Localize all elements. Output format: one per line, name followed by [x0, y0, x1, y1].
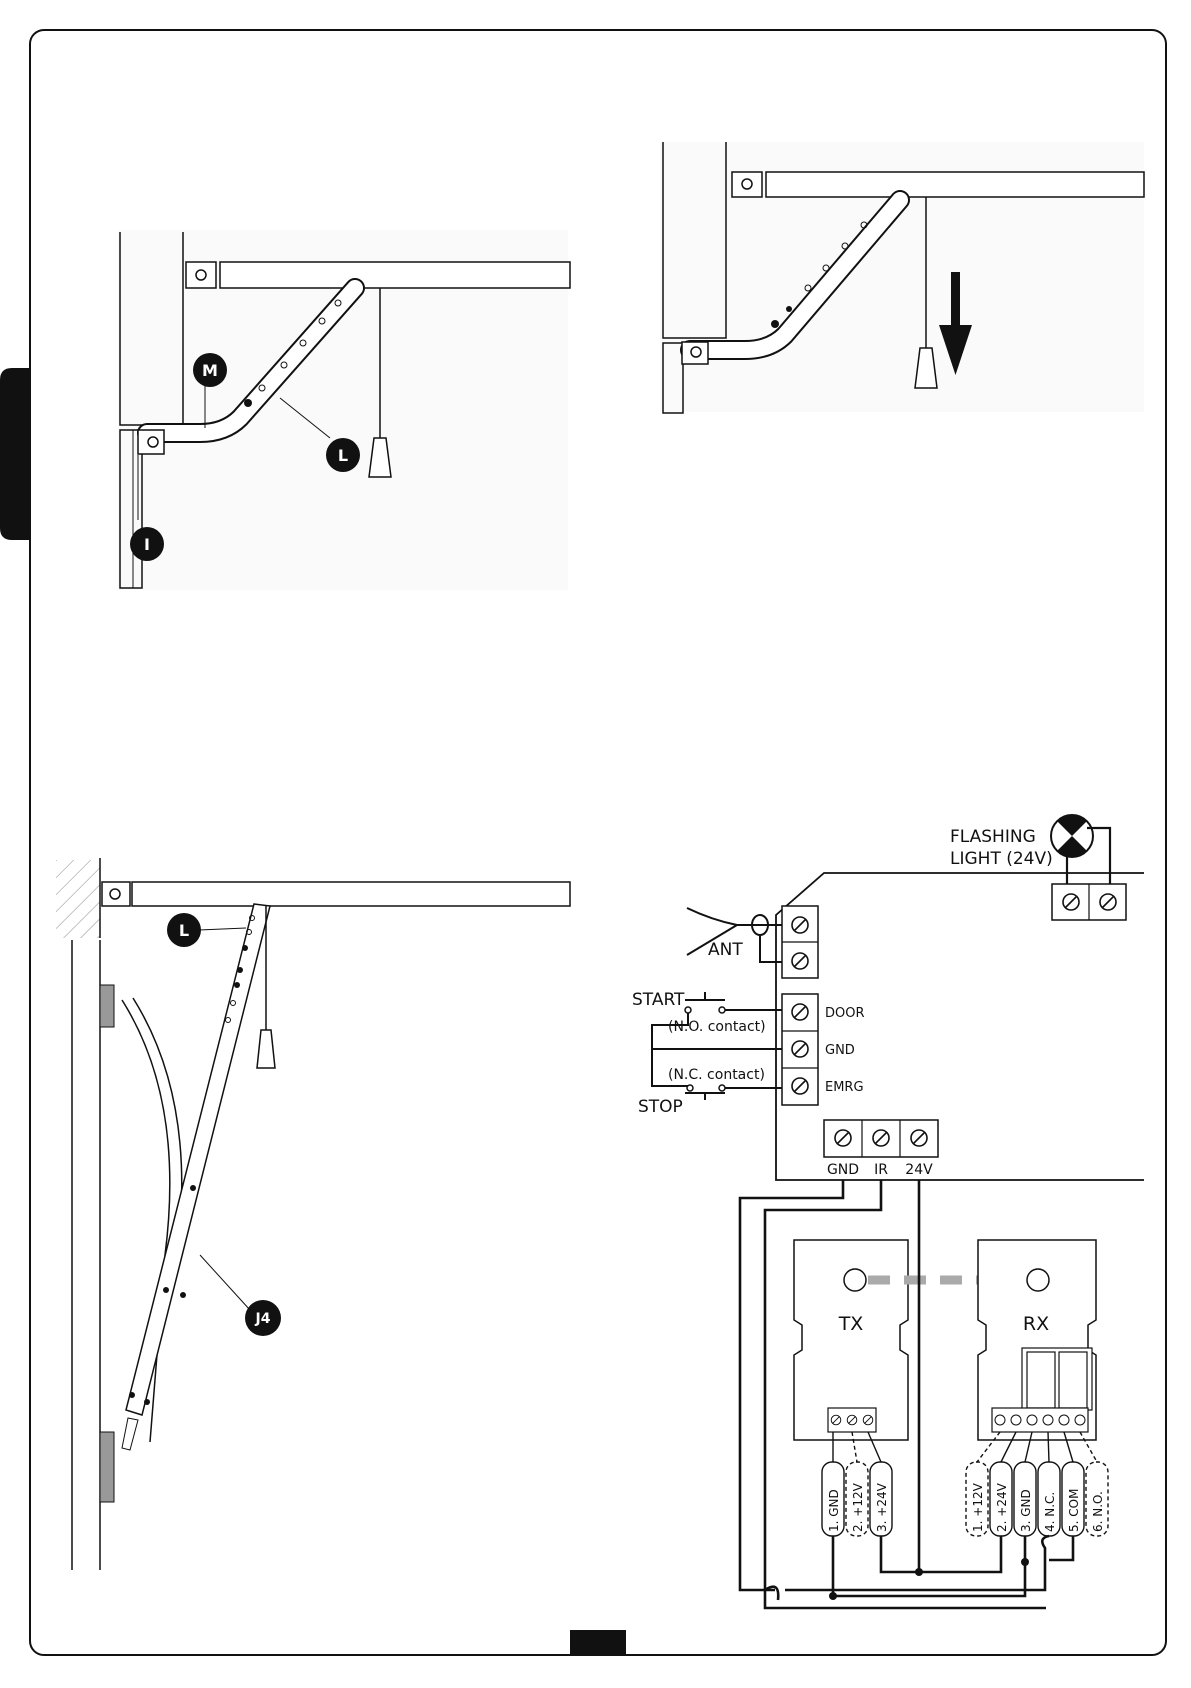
stop-button-icon — [685, 1085, 725, 1100]
callout-j4: J4 — [255, 1311, 271, 1327]
tx-pin-2-label: 2. +12V — [851, 1482, 865, 1532]
rx-pin-3: 3. GND — [1014, 1432, 1036, 1536]
rx-pin-5: 5. COM — [1062, 1432, 1084, 1536]
figure-arm-detail: M L I — [118, 230, 570, 590]
terminal-gnd: GND — [825, 1043, 855, 1058]
rx-pin-2-label: 2. +24V — [995, 1482, 1009, 1532]
flashing-light-label-2: LIGHT (24V) — [950, 849, 1053, 869]
terminal-bottom-ir: IR — [874, 1162, 888, 1178]
side-tab — [0, 368, 30, 540]
callout-m: M — [202, 361, 218, 380]
stop-label: STOP — [638, 1097, 683, 1117]
stop-contact-label: (N.C. contact) — [668, 1067, 765, 1083]
tx-pin-1: 1. GND — [822, 1432, 844, 1536]
rx-pin-6-label: 6. N.O. — [1091, 1491, 1105, 1532]
callout-l-2: L — [179, 921, 189, 940]
flashing-light-icon — [1051, 815, 1093, 858]
flashing-light-label-1: FLASHING — [950, 827, 1036, 847]
terminal-door: DOOR — [825, 1006, 865, 1021]
rx-pin-4: 4. N.C. — [1038, 1432, 1060, 1536]
rx-label: RX — [1023, 1313, 1049, 1335]
rx-pin-5-label: 5. COM — [1067, 1489, 1081, 1532]
tx-label: TX — [838, 1313, 864, 1335]
rx-pin-3-label: 3. GND — [1019, 1489, 1033, 1532]
figure-wiring: FLASHING LIGHT (24V) — [632, 815, 1144, 1608]
rx-pin-1-label: 1. +12V — [971, 1482, 985, 1532]
start-label: START — [632, 990, 685, 1010]
antenna-label: ANT — [708, 940, 743, 960]
start-contact-label: (N.O. contact) — [668, 1019, 766, 1035]
callout-l: L — [338, 446, 348, 465]
figure-arm-release — [660, 142, 1144, 413]
terminal-bottom-24v: 24V — [905, 1162, 933, 1178]
tx-pin-1-label: 1. GND — [827, 1489, 841, 1532]
callout-i: I — [144, 535, 150, 554]
figure-door-open: L J4 — [56, 858, 570, 1570]
terminal-bottom-gnd: GND — [827, 1162, 859, 1178]
rx-pin-4-label: 4. N.C. — [1043, 1492, 1057, 1532]
terminal-emrg: EMRG — [825, 1080, 864, 1095]
page-number-box — [570, 1630, 626, 1656]
tx-pin-3: 3. +24V — [868, 1432, 892, 1536]
tx-pin-3-label: 3. +24V — [875, 1482, 889, 1532]
rx-pin-2: 2. +24V — [990, 1432, 1016, 1536]
start-button-icon — [685, 992, 725, 1013]
tx-pin-2: 2. +12V — [846, 1432, 868, 1536]
